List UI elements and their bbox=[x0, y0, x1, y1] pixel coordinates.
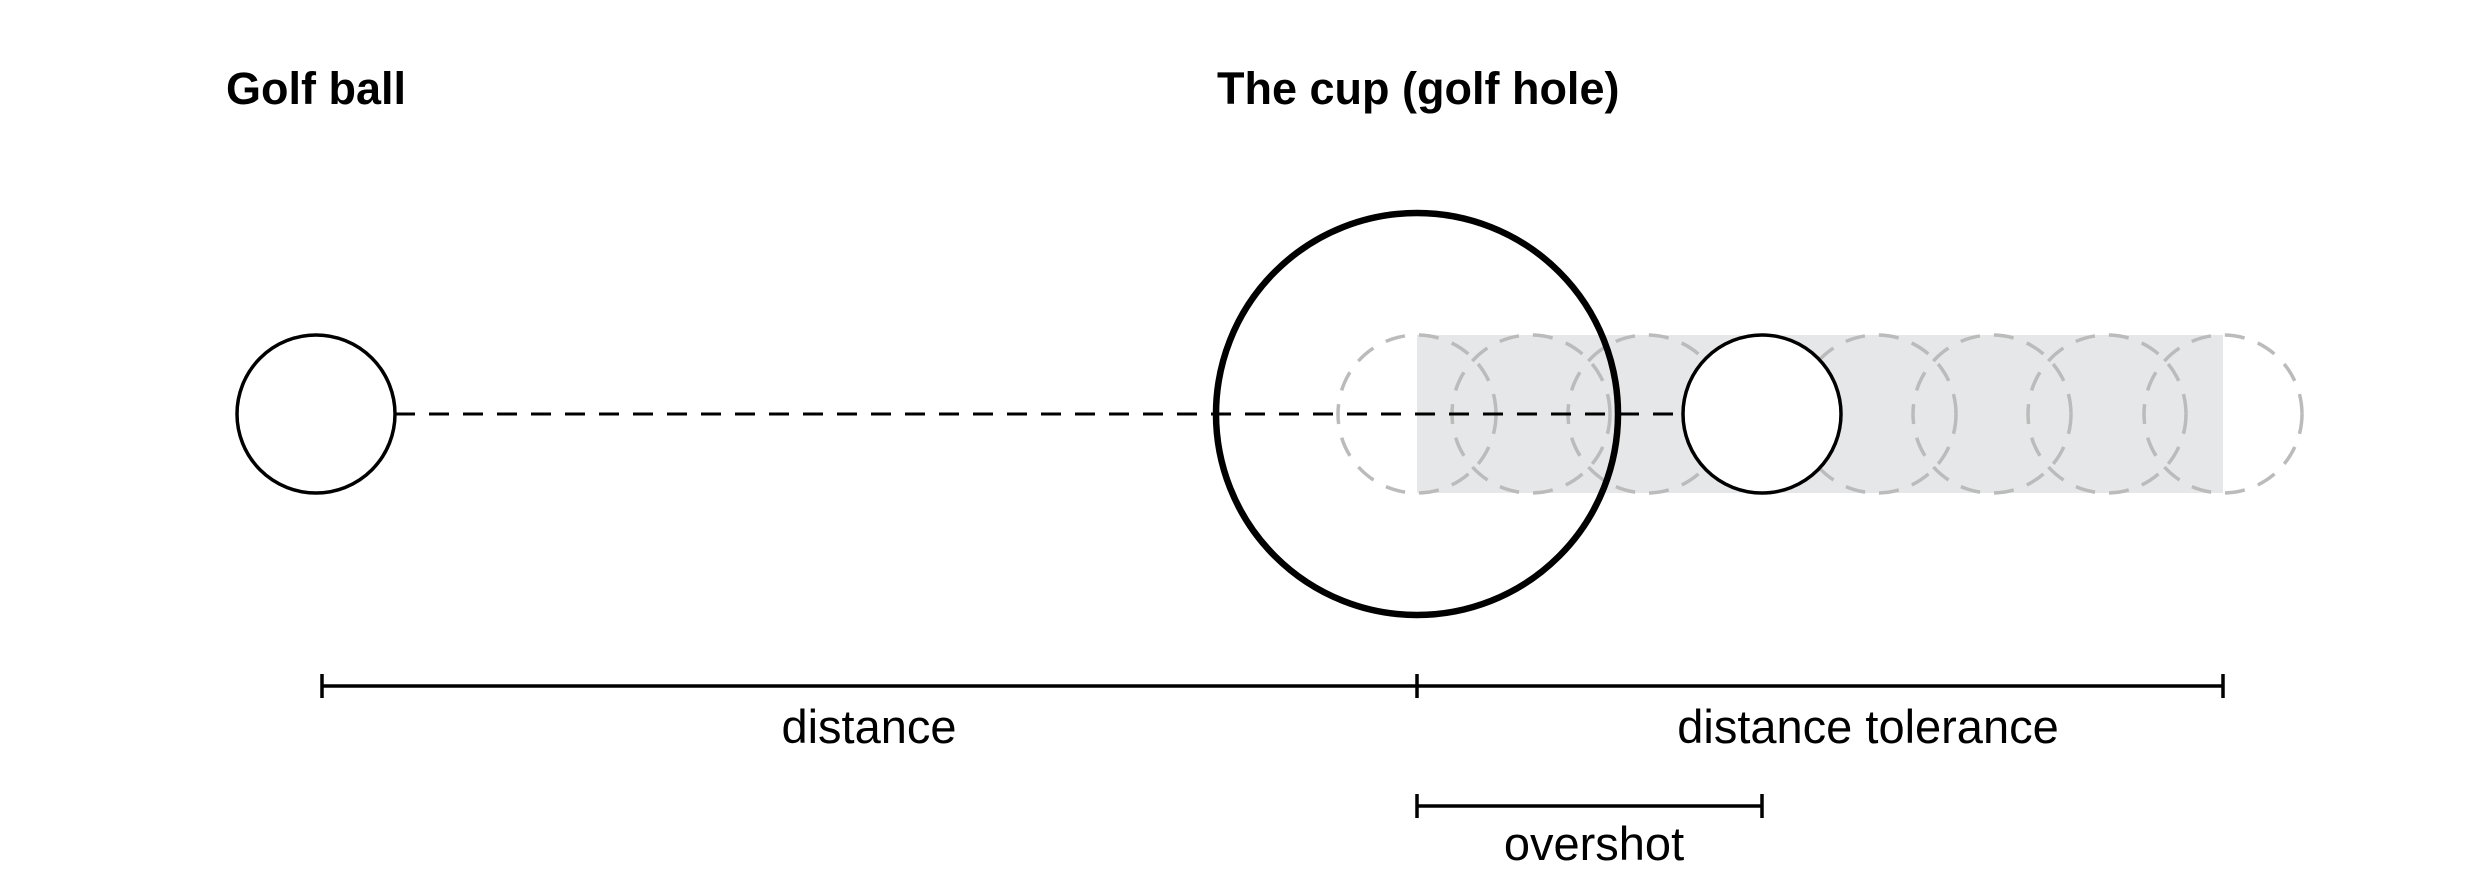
ghost-ball bbox=[1911, 333, 2073, 495]
cup-title: The cup (golf hole) bbox=[1217, 63, 1620, 114]
distance-label: distance bbox=[781, 700, 957, 753]
distance-measure bbox=[320, 674, 1419, 698]
distance-tolerance-label: distance tolerance bbox=[1677, 700, 2059, 753]
distance-tolerance-measure bbox=[1417, 674, 2225, 698]
golf-ball bbox=[235, 333, 397, 495]
ghost-ball bbox=[2026, 333, 2188, 495]
overshot-measure bbox=[1415, 794, 1764, 818]
ghost-ball bbox=[2142, 333, 2304, 495]
golf-ball-title: Golf ball bbox=[226, 63, 406, 114]
final-ball-position bbox=[1681, 333, 1843, 495]
cup-circle bbox=[1212, 209, 1622, 619]
overshot-label: overshot bbox=[1503, 817, 1685, 870]
